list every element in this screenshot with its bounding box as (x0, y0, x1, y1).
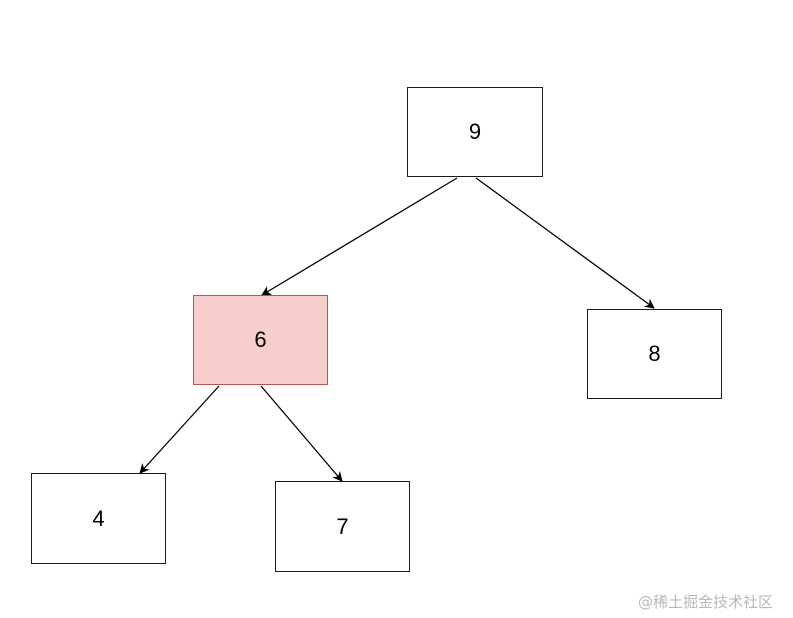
edge-9-to-8 (475, 177, 655, 309)
watermark-text: @稀土掘金技术社区 (638, 593, 774, 611)
tree-node-4: 4 (31, 473, 166, 564)
tree-node-9: 9 (407, 87, 543, 177)
tree-node-8: 8 (587, 309, 722, 399)
tree-node-6-highlighted: 6 (193, 295, 328, 385)
tree-node-7: 7 (275, 481, 410, 572)
edge-6-to-7 (260, 385, 343, 482)
edge-9-to-6 (261, 177, 458, 296)
edge-6-to-4 (139, 385, 220, 474)
